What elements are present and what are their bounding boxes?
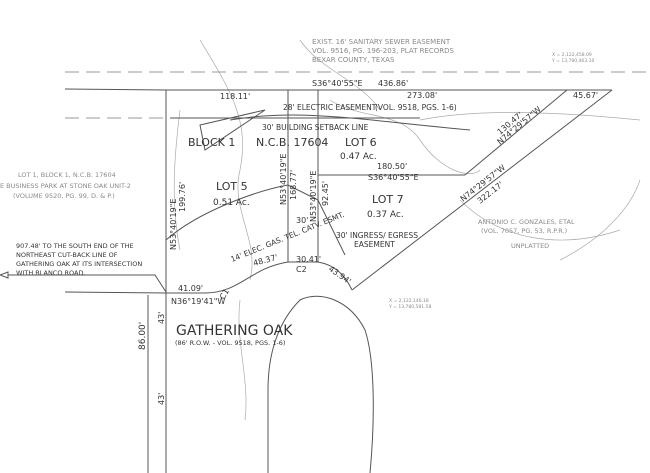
sanitary-easement-note: EXIST. 16' SANITARY SEWER EASEMENT VOL. … xyxy=(312,38,455,64)
lot-7-name: LOT 7 xyxy=(372,193,404,206)
top-segment: 273.08' xyxy=(407,91,437,100)
svg-text:GATHERING OAK AT ITS INTERSECT: GATHERING OAK AT ITS INTERSECTION xyxy=(16,260,142,268)
svg-text:UNPLATTED: UNPLATTED xyxy=(511,242,549,250)
street-name: GATHERING OAK xyxy=(176,323,293,339)
lot-6-name: LOT 6 xyxy=(345,136,377,149)
svg-text:NORTHEAST CUT-BACK LINE OF: NORTHEAST CUT-BACK LINE OF xyxy=(16,251,118,259)
south-bearing: N36°19'41"W xyxy=(171,297,225,306)
curve-c2: C2 xyxy=(296,265,307,274)
arc-43: 43.94' xyxy=(327,264,353,286)
svg-text:E BUSINESS PARK AT STONE OAK U: E BUSINESS PARK AT STONE OAK UNIT-2 xyxy=(0,182,131,190)
row-line xyxy=(64,88,167,91)
street-row: (86' R.O.W. - VOL. 9518, PGS. 1-6) xyxy=(175,339,285,347)
coordinate-ne: X = 2,122,458.09 Y = 13,780,463.10 xyxy=(551,52,594,64)
west-bearing: N53°40'19"E xyxy=(169,199,178,250)
svg-text:X = 2,122,146.18: X = 2,122,146.18 xyxy=(389,298,429,304)
arc-48: 48.37' xyxy=(252,253,279,268)
svg-text:Y = 13,780,463.10: Y = 13,780,463.10 xyxy=(551,58,594,64)
lot-6-area: 0.47 Ac. xyxy=(340,152,377,162)
coordinate-se: X = 2,122,146.18 Y = 13,780,581.58 xyxy=(388,298,431,310)
top-bearing: S36°40'55"E xyxy=(312,79,363,88)
electric-easement-ref: (VOL. 9518, PGS. 1-6) xyxy=(375,103,457,112)
arc-41: 41.09' xyxy=(178,284,203,293)
electric-easement: 28' ELECTRIC EASEMENT xyxy=(283,103,377,112)
svg-text:VOL. 9516, PG. 196-203, PLAT R: VOL. 9516, PG. 196-203, PLAT RECORDS xyxy=(312,47,455,55)
street-half-north: 43' xyxy=(157,312,166,324)
top-distance: 436.86' xyxy=(378,79,408,88)
west-distance: 199.76' xyxy=(178,182,187,212)
lot6-bottom-distance: 180.50' xyxy=(377,162,407,171)
utility-easement: 14' ELEC. GAS. TEL. CATV. ESMT. xyxy=(229,210,345,264)
lot5-east-distance: 168.77' xyxy=(289,170,298,200)
lot5-east-bearing: N53°40'19"E xyxy=(279,154,288,205)
street-half-south: 43' xyxy=(157,393,166,405)
street-width: 86.00' xyxy=(138,322,148,350)
svg-text:Y = 13,780,581.58: Y = 13,780,581.58 xyxy=(388,304,431,310)
block-label: BLOCK 1 xyxy=(188,136,235,149)
lot7-west-bearing: N53°40'19"E xyxy=(309,171,318,222)
lot-5-area: 0.51 Ac. xyxy=(213,198,250,208)
arc-30: 30.41' xyxy=(296,255,321,264)
svg-text:X = 2,122,458.09: X = 2,122,458.09 xyxy=(552,52,592,58)
arrow-west-icon xyxy=(0,271,167,293)
ncb-label: N.C.B. 17604 xyxy=(256,136,328,149)
adjacent-west-owner: LOT 1, BLOCK 1, N.C.B. 17604 E BUSINESS … xyxy=(0,171,131,200)
lot-5-name: LOT 5 xyxy=(216,180,248,193)
property-boundary xyxy=(64,89,613,473)
setback-line: 30' BUILDING SETBACK LINE xyxy=(262,123,369,132)
svg-text:LOT 1, BLOCK 1, N.C.B. 17604: LOT 1, BLOCK 1, N.C.B. 17604 xyxy=(18,171,116,179)
lot6-bottom-bearing: S36°40'55"E xyxy=(368,173,419,182)
ne-segment: 45.67' xyxy=(573,91,598,100)
adjacent-east-owner: ANTONIO C. GONZALES, ETAL (VOL. 7057, PG… xyxy=(478,218,575,250)
lot-7-area: 0.37 Ac. xyxy=(367,210,404,220)
tie-note: 907.48' TO THE SOUTH END OF THE NORTHEAS… xyxy=(16,242,142,277)
width-30: 30' xyxy=(296,216,308,225)
svg-text:BEXAR COUNTY, TEXAS: BEXAR COUNTY, TEXAS xyxy=(312,56,395,64)
ingress-easement: 30' INGRESS/ EGRESS xyxy=(336,231,418,240)
svg-text:WITH BLANCO ROAD.: WITH BLANCO ROAD. xyxy=(16,269,86,277)
svg-text:(VOL. 7057, PG. 53, R.P.R.): (VOL. 7057, PG. 53, R.P.R.) xyxy=(481,227,567,235)
svg-text:EXIST. 16' SANITARY SEWER EASE: EXIST. 16' SANITARY SEWER EASEMENT xyxy=(312,38,451,46)
svg-text:(VOLUME 9520, PG. 99, D. & P.): (VOLUME 9520, PG. 99, D. & P.) xyxy=(13,192,115,200)
lot7-west-distance: 92.45' xyxy=(321,181,330,206)
ingress-easement: EASEMENT xyxy=(354,240,395,249)
svg-text:ANTONIO C. GONZALES, ETAL: ANTONIO C. GONZALES, ETAL xyxy=(478,218,575,226)
contour-lines xyxy=(173,39,641,421)
svg-text:907.48' TO THE SOUTH END OF TH: 907.48' TO THE SOUTH END OF THE xyxy=(16,242,134,250)
top-short: 118.11' xyxy=(220,92,250,101)
